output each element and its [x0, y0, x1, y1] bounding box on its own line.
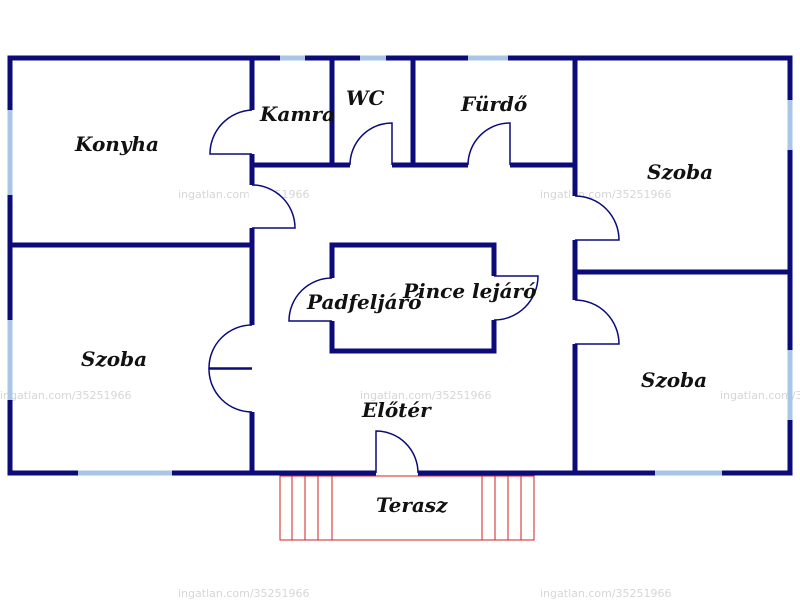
label-furdo: Fürdő — [460, 92, 528, 116]
door-entrance — [375, 430, 419, 474]
label-pince: Pince lejáró — [402, 279, 536, 303]
watermark-6: ingatlan.com/35251966 — [178, 587, 310, 600]
watermarks: ingatlan.com/35251966 ingatlan.com/35251… — [0, 188, 800, 600]
terrace-outline — [279, 475, 535, 541]
door-pince — [493, 275, 539, 321]
stairs-right — [481, 476, 522, 540]
door-szoba-left-2 — [208, 368, 253, 413]
label-eloter: Előtér — [361, 398, 432, 422]
watermark-3: ingatlan.com/35251966 — [0, 389, 132, 402]
door-szoba-tr — [574, 195, 620, 241]
doors — [208, 109, 620, 477]
door-wc — [349, 122, 393, 166]
door-szoba-left-1 — [208, 324, 253, 369]
door-konyha — [251, 184, 296, 229]
label-szoba-left: Szoba — [81, 347, 147, 371]
label-padfeljaro: Padfeljáró — [306, 290, 421, 314]
stairs-left — [291, 476, 333, 540]
label-terasz: Terasz — [376, 493, 448, 517]
watermark-7: ingatlan.com/35251966 — [540, 587, 672, 600]
door-furdo — [467, 122, 511, 166]
room-labels: Konyha Kamra WC Fürdő Szoba Szoba Szoba … — [74, 86, 713, 517]
watermark-1: ingatlan.com/35251966 — [178, 188, 310, 201]
label-szoba-top-right: Szoba — [647, 160, 713, 184]
label-konyha: Konyha — [74, 132, 159, 156]
watermark-2: ingatlan.com/35251966 — [540, 188, 672, 201]
door-kamra — [209, 109, 253, 155]
door-padfeljaro — [288, 277, 333, 322]
label-szoba-bottom-right: Szoba — [641, 368, 707, 392]
windows — [7, 55, 793, 476]
label-wc: WC — [346, 86, 384, 110]
terrace — [279, 475, 535, 541]
watermark-5: ingatlan.com/35251966 — [720, 389, 800, 402]
door-szoba-br — [574, 299, 620, 345]
watermark-4: ingatlan.com/35251966 — [360, 389, 492, 402]
label-kamra: Kamra — [259, 102, 335, 126]
